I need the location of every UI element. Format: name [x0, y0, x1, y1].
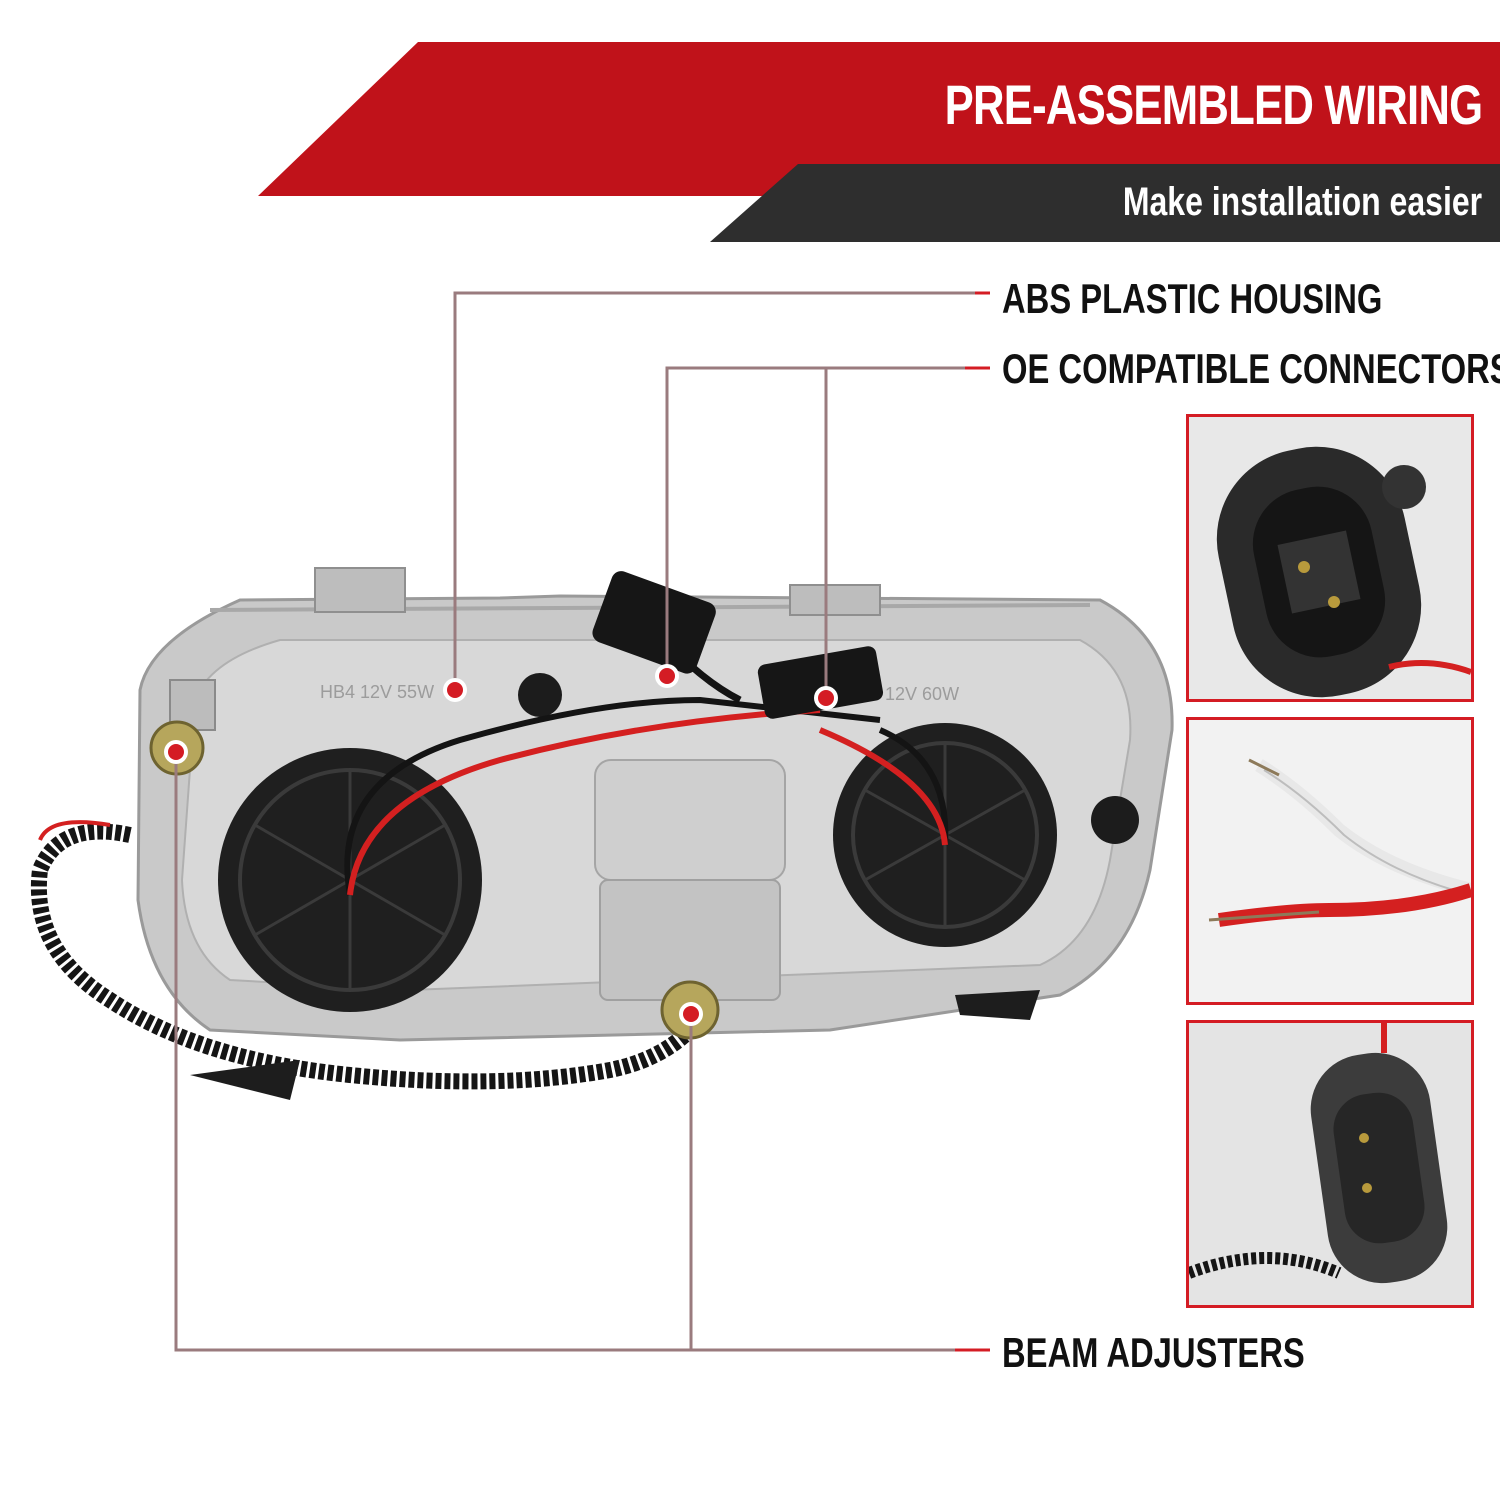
header-banner — [258, 42, 1500, 242]
callout-housing-label: ABS PLASTIC HOUSING — [1002, 275, 1383, 322]
mount-clip-right — [955, 990, 1040, 1020]
callout-adjusters-label: BEAM ADJUSTERS — [1002, 1329, 1305, 1376]
inset-connector-plug — [1186, 1020, 1474, 1308]
subheadline: Make installation easier — [1122, 180, 1482, 224]
vent-plug-left — [518, 673, 562, 717]
connector-right — [757, 646, 884, 719]
callout-markers — [164, 664, 838, 1026]
inset-bare-wire-ends — [1186, 717, 1474, 1005]
bulb-label-left: HB4 12V 55W — [320, 682, 434, 702]
headline: PRE-ASSEMBLED WIRING — [944, 73, 1482, 136]
vent-plug-right — [1091, 796, 1139, 844]
connector-left — [592, 571, 716, 674]
callout-connectors-label: OE COMPATIBLE CONNECTORS — [1002, 345, 1500, 392]
coiled-harness — [30, 823, 696, 1090]
mount-clip-left — [190, 1060, 300, 1100]
red-banner-shape — [258, 42, 1500, 196]
dark-banner-shape — [710, 164, 1500, 242]
leader-lines — [174, 291, 990, 1352]
inset-connector-closeup — [1186, 414, 1474, 702]
wire-end — [38, 820, 111, 841]
